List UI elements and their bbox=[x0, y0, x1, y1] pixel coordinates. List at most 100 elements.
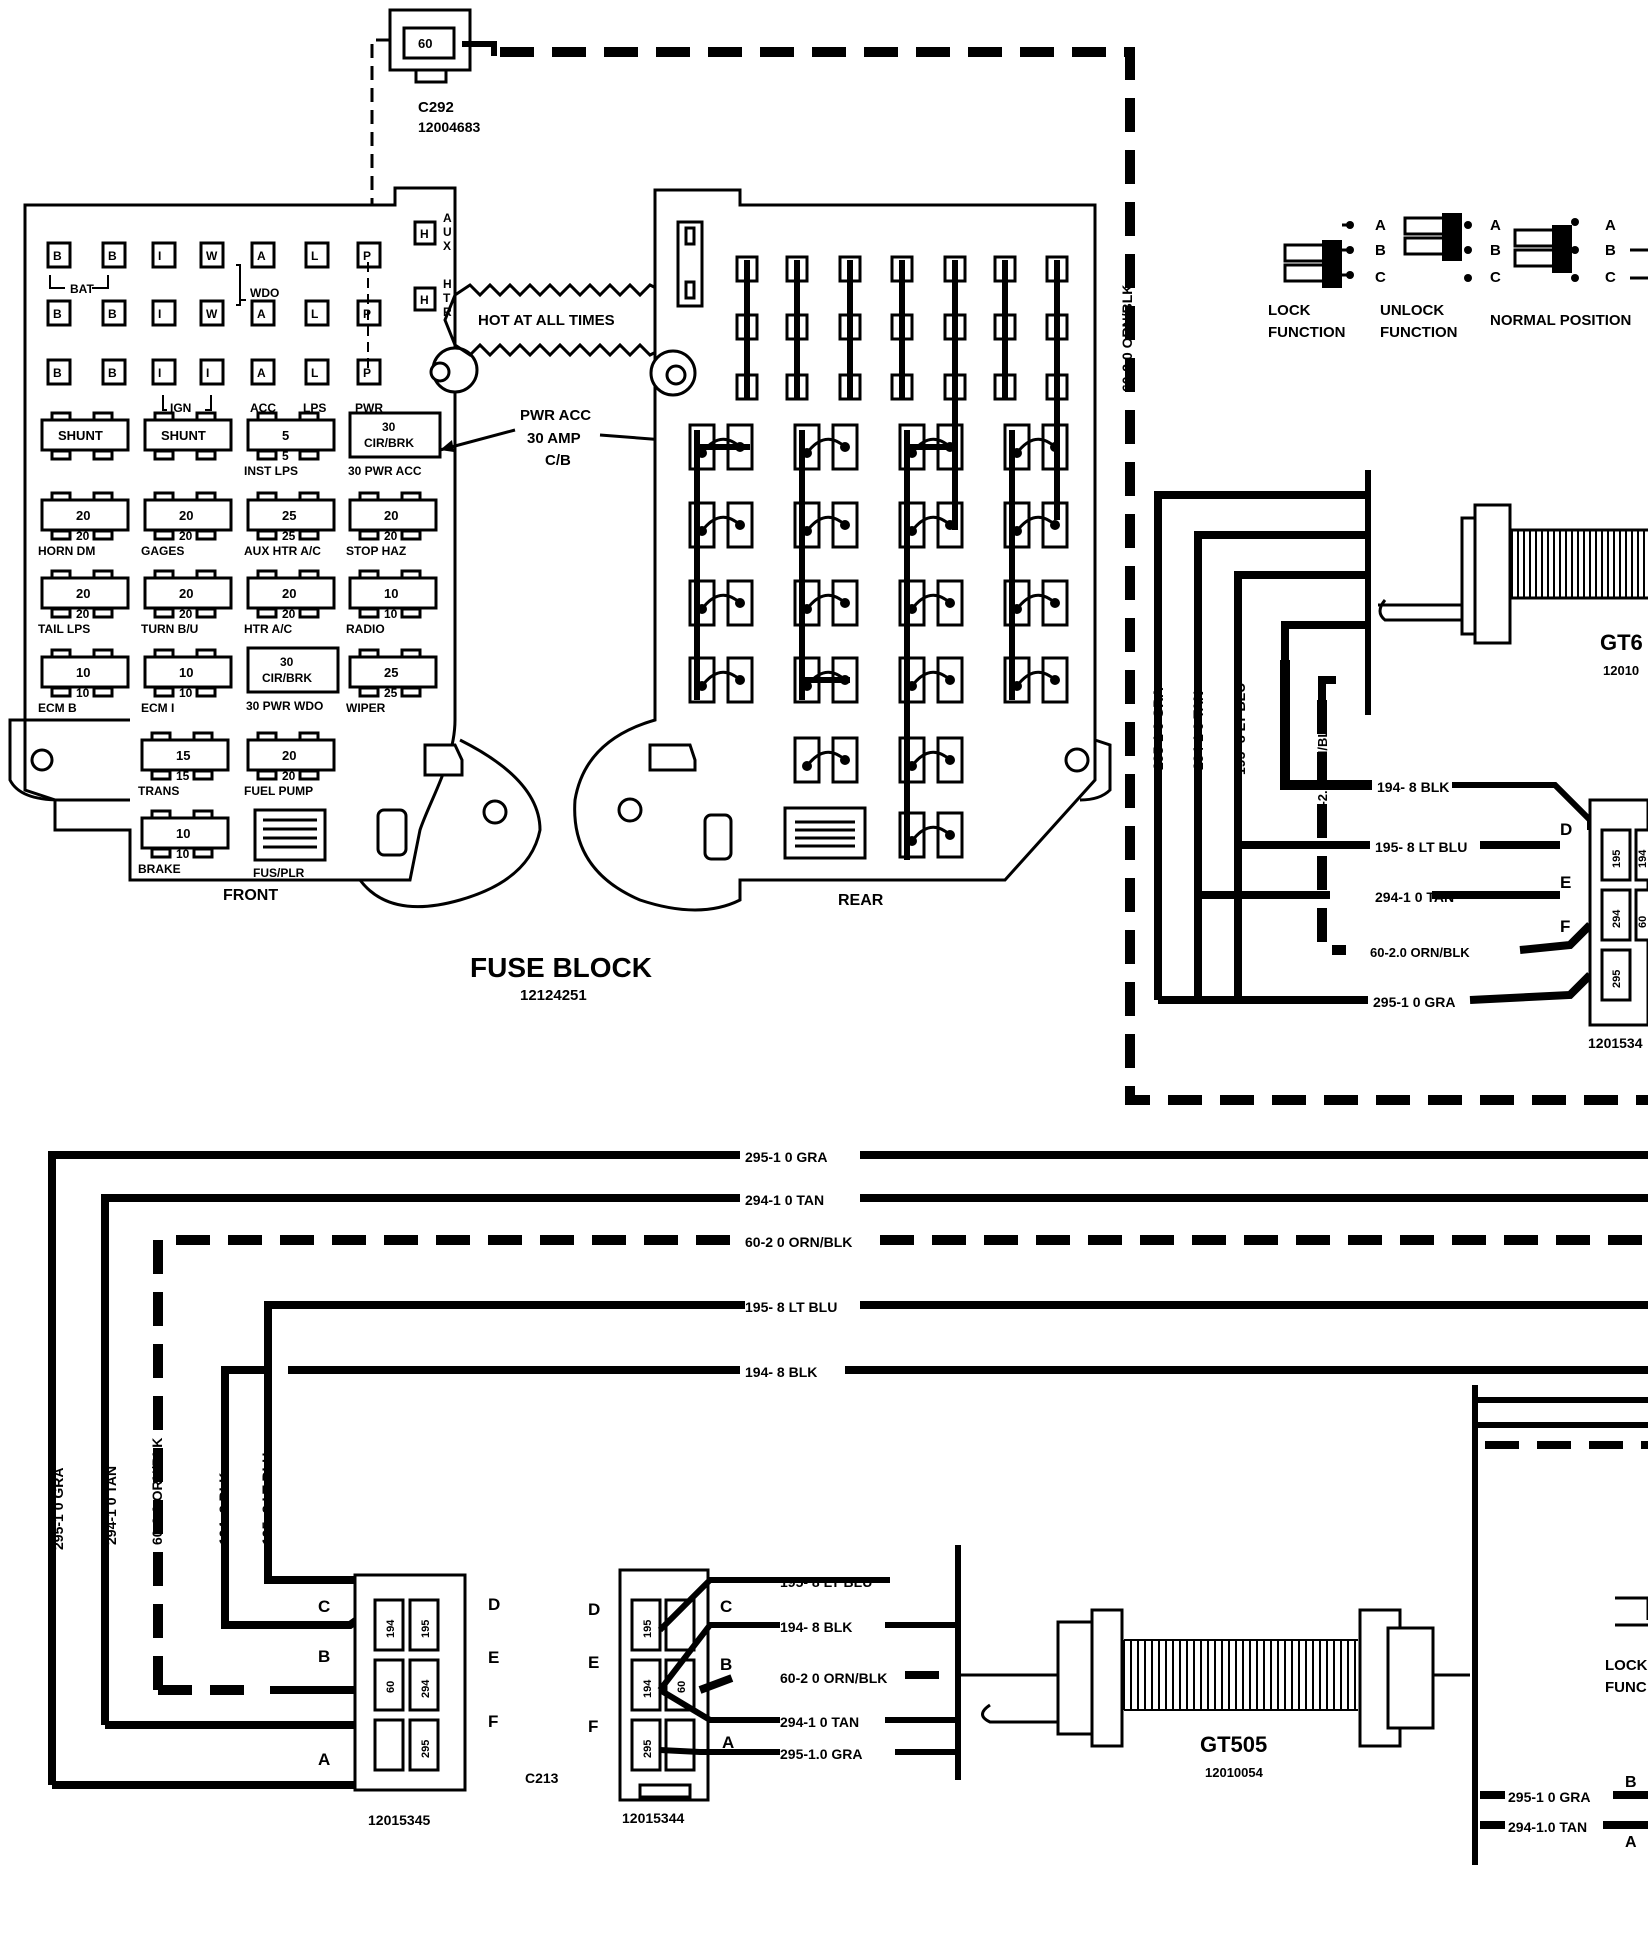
svg-text:E: E bbox=[488, 1648, 499, 1667]
fuse-rating: 20 bbox=[282, 607, 296, 621]
fuse-rating: 10 bbox=[76, 686, 90, 700]
rear-fuse-grid bbox=[688, 255, 1069, 860]
svg-text:194- 8 BLK: 194- 8 BLK bbox=[745, 1364, 817, 1380]
svg-text:A: A bbox=[1605, 217, 1616, 234]
svg-text:195- 8 LT BLU: 195- 8 LT BLU bbox=[1375, 839, 1467, 855]
svg-text:30 AMP: 30 AMP bbox=[527, 430, 581, 447]
fuse: SHUNT bbox=[40, 411, 130, 461]
terminal-letter: A bbox=[257, 366, 266, 380]
hot-at-all-times-callout: HOT AT ALL TIMES bbox=[443, 282, 670, 358]
right-connector-feeds: 194- 8 BLK 195- 8 LT BLU 294-1 0 TAN 60-… bbox=[1158, 575, 1648, 1051]
svg-text:FUNCTION: FUNCTION bbox=[1380, 324, 1458, 341]
gt-top-label: GT6 bbox=[1600, 630, 1643, 655]
fuse-rating: CIR/BRK bbox=[364, 436, 414, 450]
fuse-rating: 10 bbox=[384, 607, 398, 621]
fuse-block-front bbox=[8, 186, 542, 909]
fuse-label: TURN B/U bbox=[141, 622, 198, 636]
fuse-rating: SHUNT bbox=[58, 428, 103, 443]
svg-text:U: U bbox=[443, 225, 452, 239]
orn-blk-loop-label: 60-2.0 ORN/BLK bbox=[1119, 285, 1135, 392]
terminal-letter: L bbox=[311, 307, 318, 321]
fuse-rating: 10 bbox=[176, 847, 190, 861]
wire-label: 295-1 0 GRA bbox=[1150, 688, 1166, 770]
group-label: WDO bbox=[250, 286, 279, 300]
svg-text:E: E bbox=[588, 1653, 599, 1672]
connector-12015344: 195 194 60 295 D E F C B A 12015344 195-… bbox=[588, 1545, 961, 1826]
fuse-rating: 20 bbox=[76, 607, 90, 621]
svg-text:195: 195 bbox=[420, 1620, 432, 1638]
svg-text:FUNC: FUNC bbox=[1605, 1679, 1647, 1696]
svg-text:A: A bbox=[1490, 217, 1501, 234]
terminal-letter: I bbox=[206, 366, 209, 380]
terminal bbox=[199, 299, 225, 327]
fuse-rating: 10 bbox=[76, 665, 90, 680]
terminal-letter: L bbox=[311, 249, 318, 263]
switch-legend: A B C LOCK FUNCTION A B C UNLOCK FUNCTIO… bbox=[1268, 213, 1648, 341]
fuse-rating: 20 bbox=[76, 586, 90, 601]
svg-text:A: A bbox=[722, 1733, 734, 1752]
svg-text:A: A bbox=[443, 211, 452, 225]
svg-text:C: C bbox=[1375, 269, 1386, 286]
fuse-label: HORN DM bbox=[38, 544, 95, 558]
wire-label: 194- 8 BLK bbox=[216, 1473, 232, 1545]
terminal bbox=[46, 358, 72, 386]
fuse-rating: 25 bbox=[384, 665, 398, 680]
svg-text:194: 194 bbox=[642, 1679, 654, 1698]
terminal bbox=[46, 241, 72, 269]
fuse-label: FUS/PLR bbox=[253, 866, 305, 880]
svg-text:295-1 0 GRA: 295-1 0 GRA bbox=[1373, 994, 1455, 1010]
terminal bbox=[304, 241, 330, 269]
svg-text:294-1 0 TAN: 294-1 0 TAN bbox=[1375, 889, 1454, 905]
svg-text:B: B bbox=[720, 1655, 732, 1674]
c292-dashed-lead bbox=[370, 38, 390, 210]
fuse-rating: 10 bbox=[176, 826, 190, 841]
c213-label: C213 bbox=[525, 1770, 559, 1786]
fuse-block-rear bbox=[573, 188, 1112, 912]
fuse: FUS/PLR bbox=[253, 808, 327, 880]
fuse-label: BRAKE bbox=[138, 862, 181, 876]
svg-text:295-1 0 GRA: 295-1 0 GRA bbox=[1508, 1789, 1590, 1805]
wire-label: 295-1 0 GRA bbox=[50, 1468, 66, 1550]
terminal bbox=[101, 358, 127, 386]
aux-htr-tabs: H A U X H H T R bbox=[413, 211, 452, 319]
fuse-label: AUX HTR A/C bbox=[244, 544, 321, 558]
svg-text:B: B bbox=[1605, 242, 1616, 259]
terminal-letter: W bbox=[206, 249, 218, 263]
fuse-rating: 25 bbox=[282, 529, 296, 543]
terminal-letter: B bbox=[108, 366, 117, 380]
terminal-letter: B bbox=[108, 307, 117, 321]
terminal-letter: B bbox=[53, 366, 62, 380]
fuse-rating: 20 bbox=[282, 769, 296, 783]
terminal bbox=[250, 358, 276, 386]
fuse: SHUNT bbox=[143, 411, 233, 461]
svg-text:C: C bbox=[720, 1597, 732, 1616]
fuse-rating: 10 bbox=[179, 686, 193, 700]
svg-text:294: 294 bbox=[1611, 909, 1623, 928]
terminal-letter: I bbox=[158, 366, 161, 380]
connector-12015345: 194 195 60 294 295 C B A D E F 12015345 bbox=[318, 1573, 500, 1828]
fuse-rating: 20 bbox=[282, 748, 296, 763]
terminal bbox=[101, 299, 127, 327]
svg-text:D: D bbox=[1560, 820, 1572, 839]
main-bundle: 295-1 0 GRA 294-1 0 TAN 60-2 0 ORN/BLK 1… bbox=[48, 1149, 1648, 1785]
svg-text:H: H bbox=[443, 277, 452, 291]
wire-label: 60-2 0 ORN/BLK bbox=[149, 1438, 165, 1545]
svg-text:D: D bbox=[588, 1600, 600, 1619]
svg-text:194: 194 bbox=[1637, 849, 1648, 868]
terminal bbox=[304, 299, 330, 327]
terminal-letter: L bbox=[311, 366, 318, 380]
terminal-letter: B bbox=[53, 249, 62, 263]
svg-text:F: F bbox=[1560, 917, 1570, 936]
fuse-rating: 20 bbox=[282, 586, 296, 601]
svg-text:B: B bbox=[1490, 242, 1501, 259]
terminal-letter: B bbox=[108, 249, 117, 263]
c292-part: 12004683 bbox=[418, 119, 481, 135]
